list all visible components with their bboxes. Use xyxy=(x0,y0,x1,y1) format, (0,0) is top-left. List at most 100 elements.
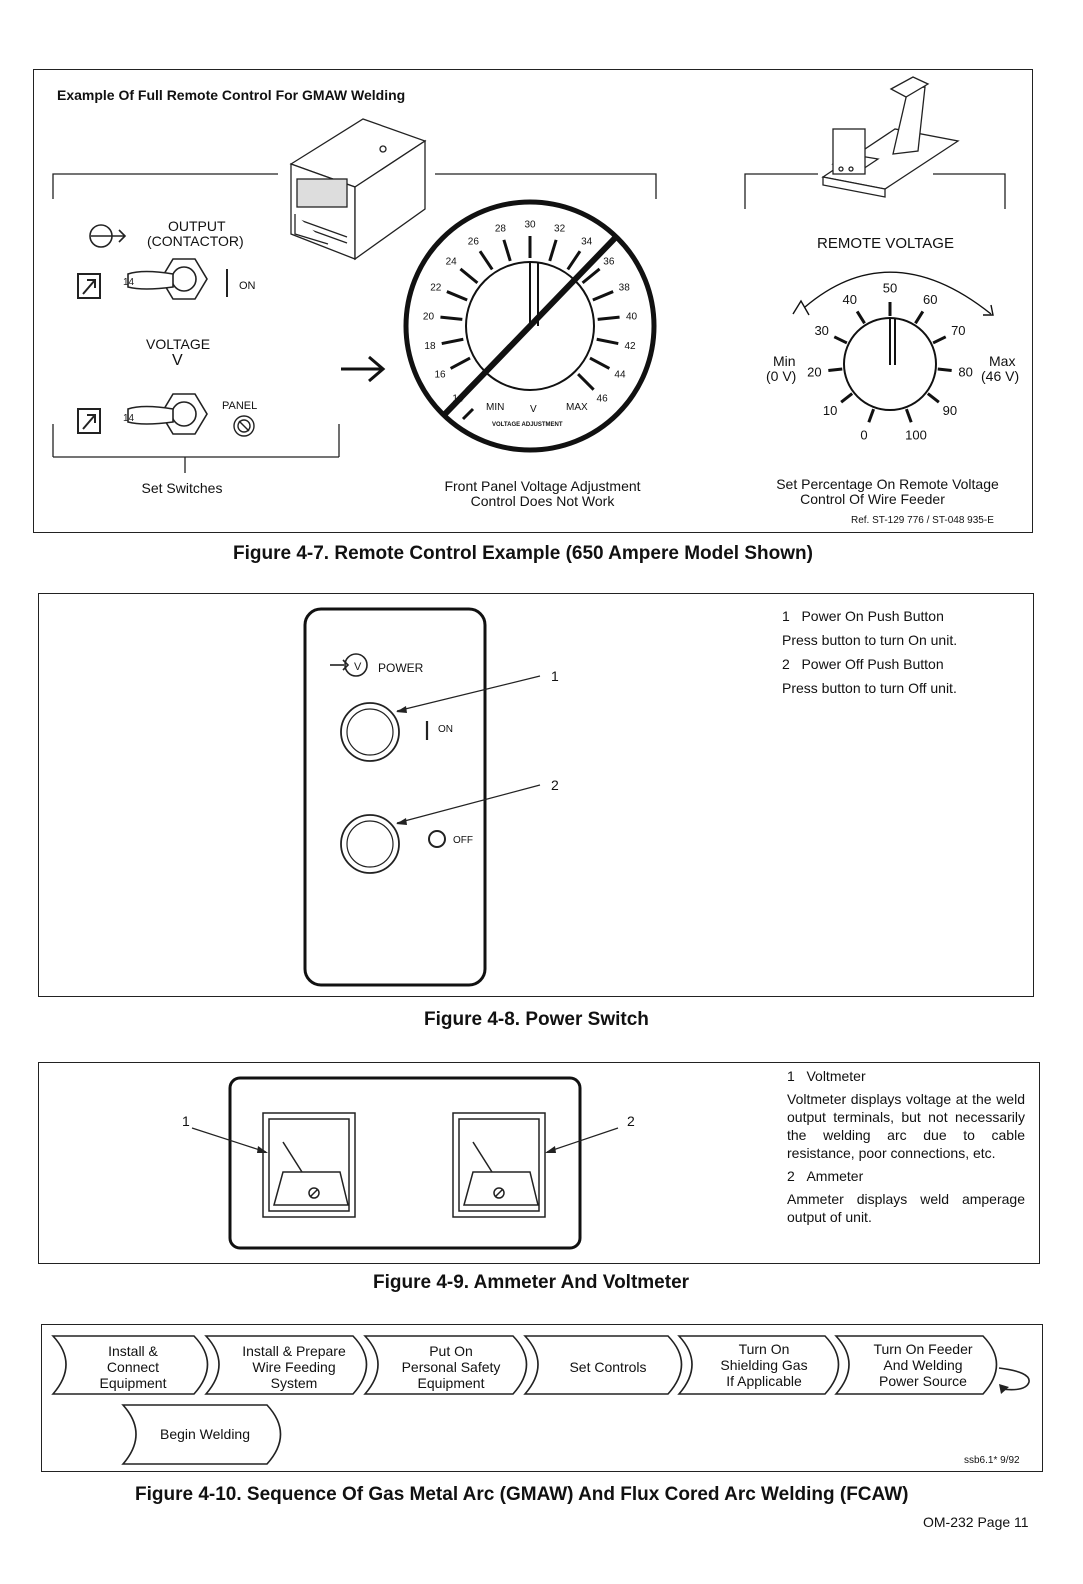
on-label: ON xyxy=(438,724,453,735)
fig7-header: Example Of Full Remote Control For GMAW … xyxy=(57,87,406,103)
dial-tick-mark xyxy=(440,315,463,321)
off-symbol-icon xyxy=(428,830,446,848)
dial-tick-label: 16 xyxy=(434,369,446,380)
legend-voltmeter-desc: Voltmeter displays voltage at the weld o… xyxy=(787,1091,1025,1161)
legend-item-2-title: 2 Power Off Push Button xyxy=(782,656,944,672)
dial-tick-mark xyxy=(597,315,620,321)
fig8-legend: 1 Power On Push Button Press button to t… xyxy=(782,608,1022,704)
dial-tick-mark xyxy=(548,239,558,262)
power-on-button xyxy=(340,702,400,762)
toggle-switch-2: 14 xyxy=(123,393,208,435)
dial-tick-mark xyxy=(926,392,940,404)
voltage-symbol: V xyxy=(172,352,183,369)
legend-item-1-title: 1 Power On Push Button xyxy=(782,608,944,624)
toggle-switch-1: 14 xyxy=(123,258,208,300)
dial-tick-label: 36 xyxy=(603,257,615,268)
dial-tick-mark xyxy=(905,408,913,423)
fig7-caption: Figure 4-7. Remote Control Example (650 … xyxy=(233,543,813,564)
dial-tick-label: 40 xyxy=(626,311,638,322)
dial-tick-mark xyxy=(581,267,601,285)
power-off-button xyxy=(340,814,400,874)
voltage-label: VOLTAGE xyxy=(146,336,211,352)
dial-tick-label: 50 xyxy=(883,280,897,295)
fig10-caption: Figure 4-10. Sequence Of Gas Metal Arc (… xyxy=(135,1484,909,1505)
fig9-caption: Figure 4-9. Ammeter And Voltmeter xyxy=(373,1272,690,1293)
dial-tick-mark xyxy=(855,310,866,325)
dial-tick-label: 32 xyxy=(554,224,566,235)
dial-tick-mark xyxy=(478,250,494,271)
fig10-frame xyxy=(41,1324,1043,1472)
dial-tick-label: 80 xyxy=(958,364,972,379)
dial-tick-mark xyxy=(596,337,619,346)
legend-ammeter-title: 2 Ammeter xyxy=(787,1168,864,1184)
dial-v: V xyxy=(530,404,537,415)
svg-text:14: 14 xyxy=(123,413,135,424)
dial-tick-mark xyxy=(833,335,848,345)
remote-caption-1: Set Percentage On Remote Voltage xyxy=(776,476,999,492)
arrow-right-icon xyxy=(341,355,386,383)
dial-tick-mark xyxy=(502,239,512,262)
dial-tick-label: 20 xyxy=(807,364,821,379)
dial-tick-label: 26 xyxy=(468,237,480,248)
dial-tick-mark xyxy=(867,408,875,423)
fig8-callout-2: 2 xyxy=(551,777,559,793)
power-source-icon xyxy=(289,118,427,261)
dial-tick-label: 10 xyxy=(823,403,837,418)
dial-tick-label: 22 xyxy=(430,282,442,293)
output-label-2: (CONTACTOR) xyxy=(147,233,244,249)
dial-tick-label: 18 xyxy=(424,341,436,352)
dial-tick-mark xyxy=(828,367,843,372)
dial-tick-mark xyxy=(840,392,854,404)
remote-voltage-dial xyxy=(792,271,994,411)
step-begin-welding: Begin Welding xyxy=(159,1426,251,1442)
legend-ammeter-desc: Ammeter displays weld amperage output of… xyxy=(787,1191,1025,1225)
front-panel-caption-2: Control Does Not Work xyxy=(470,493,615,509)
off-label: OFF xyxy=(453,835,473,846)
ammeter-icon xyxy=(452,1112,546,1218)
dial-tick-label: 0 xyxy=(860,428,867,443)
dial-tick-label: 70 xyxy=(951,323,965,338)
dial-max: MAX xyxy=(566,402,588,413)
dial-adjust: VOLTAGE ADJUSTMENT xyxy=(492,422,563,428)
page-footer: OM-232 Page 11 xyxy=(923,1514,1029,1530)
set-switches-label: Set Switches xyxy=(141,480,223,496)
legend-item-1-desc: Press button to turn On unit. xyxy=(782,632,958,648)
dial-tick-label: 24 xyxy=(446,257,458,268)
sequence-flow xyxy=(51,1335,1030,1465)
fig9-callout-2: 2 xyxy=(627,1113,635,1129)
dial-tick-label: 34 xyxy=(581,237,593,248)
fig8-frame xyxy=(38,593,1034,997)
dial-tick-mark xyxy=(914,310,925,325)
dial-min: MIN xyxy=(486,402,505,413)
remote-caption-2: Control Of Wire Feeder xyxy=(800,491,945,507)
output-label-1: OUTPUT xyxy=(168,218,226,234)
svg-text:14: 14 xyxy=(123,277,135,288)
power-switch-panel: V xyxy=(303,607,541,987)
dial-tick-label: 46 xyxy=(597,393,609,404)
meter-panel xyxy=(191,1076,619,1250)
dial-tick-mark xyxy=(566,250,582,271)
fig8-caption: Figure 4-8. Power Switch xyxy=(424,1009,649,1030)
max-label: Max xyxy=(989,353,1016,369)
dial-tick-mark xyxy=(589,356,611,370)
dial-tick-mark xyxy=(937,367,952,372)
legend-voltmeter-title: 1 Voltmeter xyxy=(787,1068,866,1084)
fig7-frame xyxy=(33,69,1033,533)
panel-knob-icon xyxy=(233,415,255,437)
dial-tick-mark xyxy=(441,337,464,346)
dial-tick-label: 28 xyxy=(495,224,507,235)
fig9-legend: 1 Voltmeter Voltmeter displays voltage a… xyxy=(787,1068,1025,1234)
dial-tick-label: 38 xyxy=(619,282,631,293)
max-value: (46 V) xyxy=(981,368,1020,384)
dial-tick-label: 20 xyxy=(423,311,435,322)
dial-tick-label: 42 xyxy=(624,341,636,352)
min-label: Min xyxy=(773,353,796,369)
dial-tick-mark xyxy=(465,373,483,391)
dial-tick-label: 40 xyxy=(842,292,856,307)
figure-ref: Ref. ST-129 776 / ST-048 935-E xyxy=(851,515,994,526)
